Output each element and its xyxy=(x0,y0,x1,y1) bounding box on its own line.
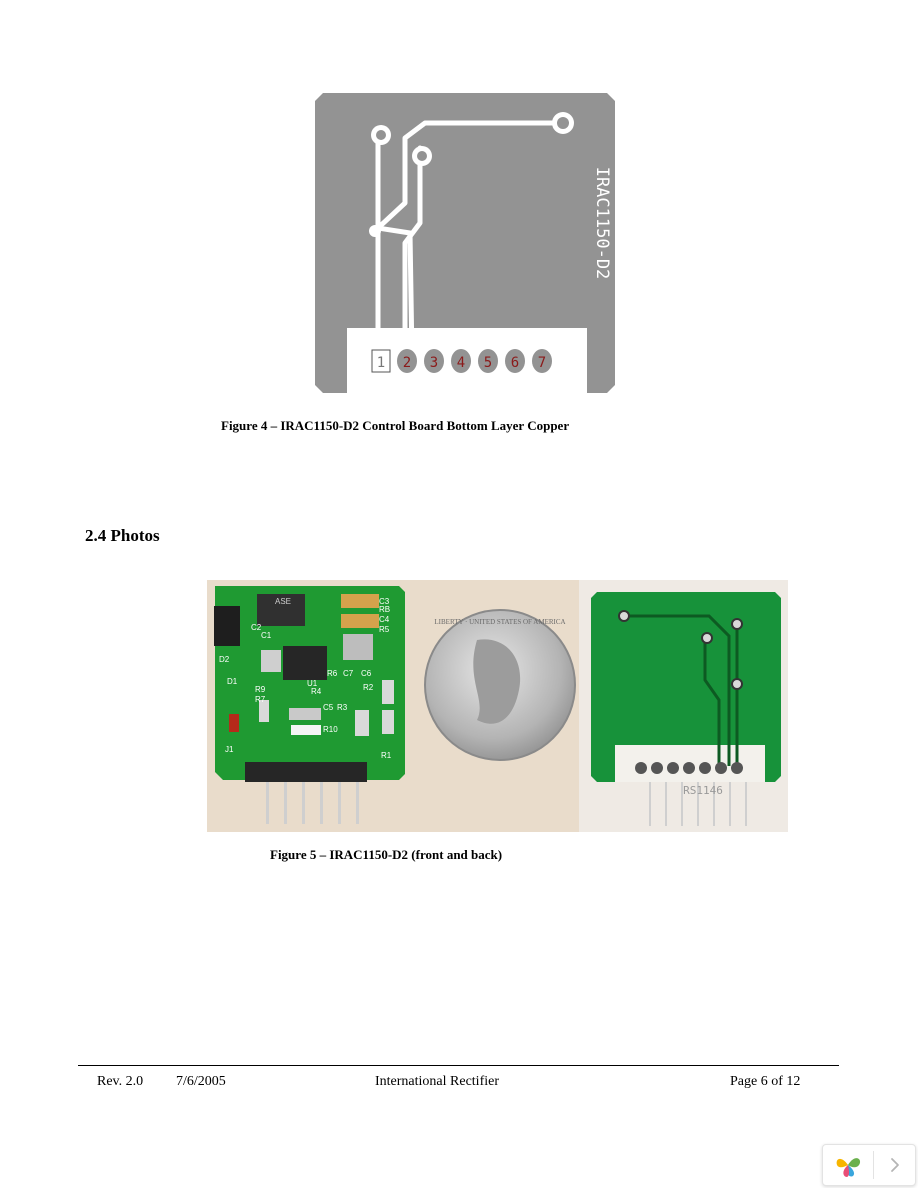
pcb-bottom-copper-figure: 1 2 3 4 5 6 7 IRAC1150-D2 xyxy=(315,93,615,393)
silkscreen-label: C1 xyxy=(261,631,272,640)
silkscreen-label: C5 xyxy=(323,703,334,712)
silkscreen-label: R5 xyxy=(379,625,390,634)
pin-number: 6 xyxy=(511,355,519,371)
pinwheel-logo-icon[interactable] xyxy=(831,1151,865,1179)
silkscreen-label: R3 xyxy=(337,703,348,712)
silkscreen-label: R7 xyxy=(255,695,266,704)
silkscreen-label: C3 xyxy=(379,597,390,606)
board-back-photo: RS1146 xyxy=(579,580,788,832)
silkscreen-label: R10 xyxy=(323,725,338,734)
coin-inscription: LIBERTY · UNITED STATES OF AMERICA xyxy=(434,618,565,626)
back-board-label: RS1146 xyxy=(683,784,723,797)
pin-number: 1 xyxy=(377,355,385,371)
page-nav-widget xyxy=(822,1144,916,1186)
footer-revision: Rev. 2.0 xyxy=(97,1074,144,1089)
silkscreen-label: R2 xyxy=(363,683,374,692)
silkscreen-label: RB xyxy=(379,605,390,614)
silkscreen-label: R9 xyxy=(255,685,266,694)
nav-divider xyxy=(873,1151,874,1179)
figure5-caption: Figure 5 – IRAC1150-D2 (front and back) xyxy=(270,847,503,862)
pin-number: 2 xyxy=(403,355,411,371)
section-heading: 2.4 Photos xyxy=(85,526,160,545)
silkscreen-label: C4 xyxy=(379,615,390,624)
footer-date: 7/6/2005 xyxy=(176,1074,226,1089)
chevron-right-icon[interactable] xyxy=(881,1151,909,1179)
silkscreen-label: C2 xyxy=(251,623,262,632)
footer-company: International Rectifier xyxy=(375,1074,499,1089)
silkscreen-label: ASE xyxy=(275,597,291,606)
silkscreen-label: R1 xyxy=(381,751,392,760)
silkscreen-label: C7 xyxy=(343,669,354,678)
silkscreen-label: U1 xyxy=(307,679,318,688)
silkscreen-label: D1 xyxy=(227,677,238,686)
silkscreen-label: J1 xyxy=(225,745,234,754)
silkscreen-label: C6 xyxy=(361,669,372,678)
silkscreen-label: R6 xyxy=(327,669,338,678)
footer-page-number: Page 6 of 12 xyxy=(730,1074,801,1089)
silkscreen-label: D2 xyxy=(219,655,230,664)
pin-number: 3 xyxy=(430,355,438,371)
silkscreen-label: R4 xyxy=(311,687,322,696)
board-label: IRAC1150-D2 xyxy=(592,167,612,280)
footer-divider xyxy=(78,1065,839,1066)
figure4-caption: Figure 4 – IRAC1150-D2 Control Board Bot… xyxy=(221,418,570,433)
board-front-photo: ASE C2 D2 C1 U1 D1 R9 R7 R6 C7 C6 R4 R2 … xyxy=(207,580,579,832)
pin-number: 4 xyxy=(457,355,465,371)
pin-number: 7 xyxy=(538,355,546,371)
pin-number: 5 xyxy=(484,355,492,371)
